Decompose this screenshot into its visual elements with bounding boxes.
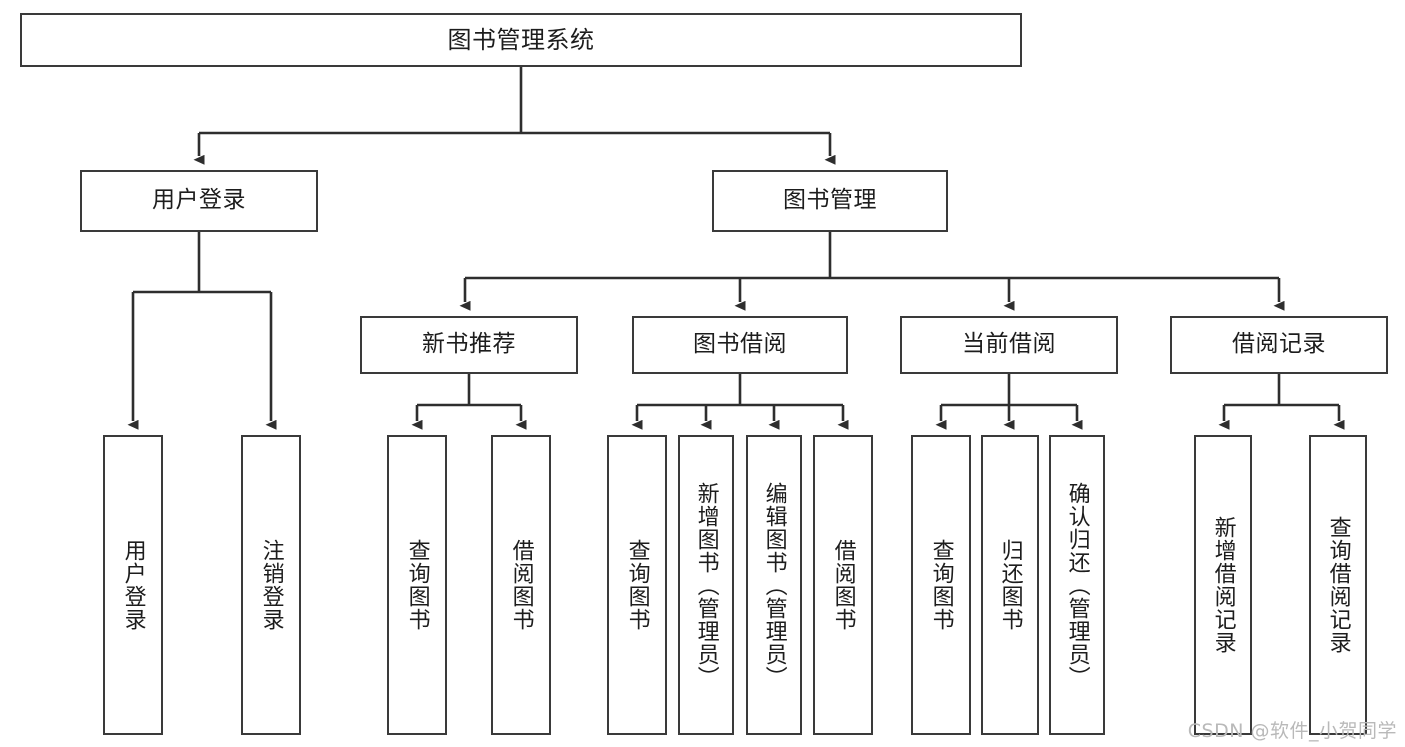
node-current-borrow[interactable]: 当前借阅 <box>900 316 1118 374</box>
node-label: 查询借阅记录 <box>1325 516 1351 654</box>
node-label: 编辑图书（管理员） <box>761 481 787 689</box>
node-root-system[interactable]: 图书管理系统 <box>20 13 1022 67</box>
node-label: 图书管理 <box>783 187 877 214</box>
node-user-login[interactable]: 用户登录 <box>80 170 318 232</box>
leaf-user-login[interactable]: 用户登录 <box>103 435 163 735</box>
node-book-borrow[interactable]: 图书借阅 <box>632 316 848 374</box>
node-label: 用户登录 <box>152 187 246 214</box>
node-label: 借阅图书 <box>508 539 534 631</box>
leaf-record-query-record[interactable]: 查询借阅记录 <box>1309 435 1367 735</box>
node-label: 用户登录 <box>120 539 146 631</box>
node-borrow-record[interactable]: 借阅记录 <box>1170 316 1388 374</box>
node-label: 查询图书 <box>404 539 430 631</box>
watermark-text: CSDN @软件_小贺同学 <box>1187 720 1397 742</box>
leaf-borrow-edit-book[interactable]: 编辑图书（管理员） <box>746 435 802 735</box>
node-label: 新书推荐 <box>422 331 516 358</box>
leaf-current-query-book[interactable]: 查询图书 <box>911 435 971 735</box>
leaf-newbook-borrow-book[interactable]: 借阅图书 <box>491 435 551 735</box>
leaf-newbook-query-book[interactable]: 查询图书 <box>387 435 447 735</box>
node-label: 查询图书 <box>928 539 954 631</box>
node-label: 图书借阅 <box>693 331 787 358</box>
leaf-borrow-borrow-book[interactable]: 借阅图书 <box>813 435 873 735</box>
node-label: 新增借阅记录 <box>1210 516 1236 654</box>
node-label: 借阅记录 <box>1232 331 1326 358</box>
node-label: 借阅图书 <box>830 539 856 631</box>
node-label: 新增图书（管理员） <box>693 481 719 689</box>
leaf-borrow-add-book[interactable]: 新增图书（管理员） <box>678 435 734 735</box>
node-label: 注销登录 <box>258 539 284 631</box>
leaf-user-logout[interactable]: 注销登录 <box>241 435 301 735</box>
node-label: 归还图书 <box>997 539 1023 631</box>
node-new-book-recommend[interactable]: 新书推荐 <box>360 316 578 374</box>
node-book-management[interactable]: 图书管理 <box>712 170 948 232</box>
node-label: 图书管理系统 <box>447 25 595 54</box>
leaf-current-return-book[interactable]: 归还图书 <box>981 435 1039 735</box>
node-label: 当前借阅 <box>962 331 1056 358</box>
leaf-current-confirm-return[interactable]: 确认归还（管理员） <box>1049 435 1105 735</box>
node-label: 确认归还（管理员） <box>1064 481 1090 689</box>
leaf-record-add-record[interactable]: 新增借阅记录 <box>1194 435 1252 735</box>
leaf-borrow-query-book[interactable]: 查询图书 <box>607 435 667 735</box>
node-label: 查询图书 <box>624 539 650 631</box>
